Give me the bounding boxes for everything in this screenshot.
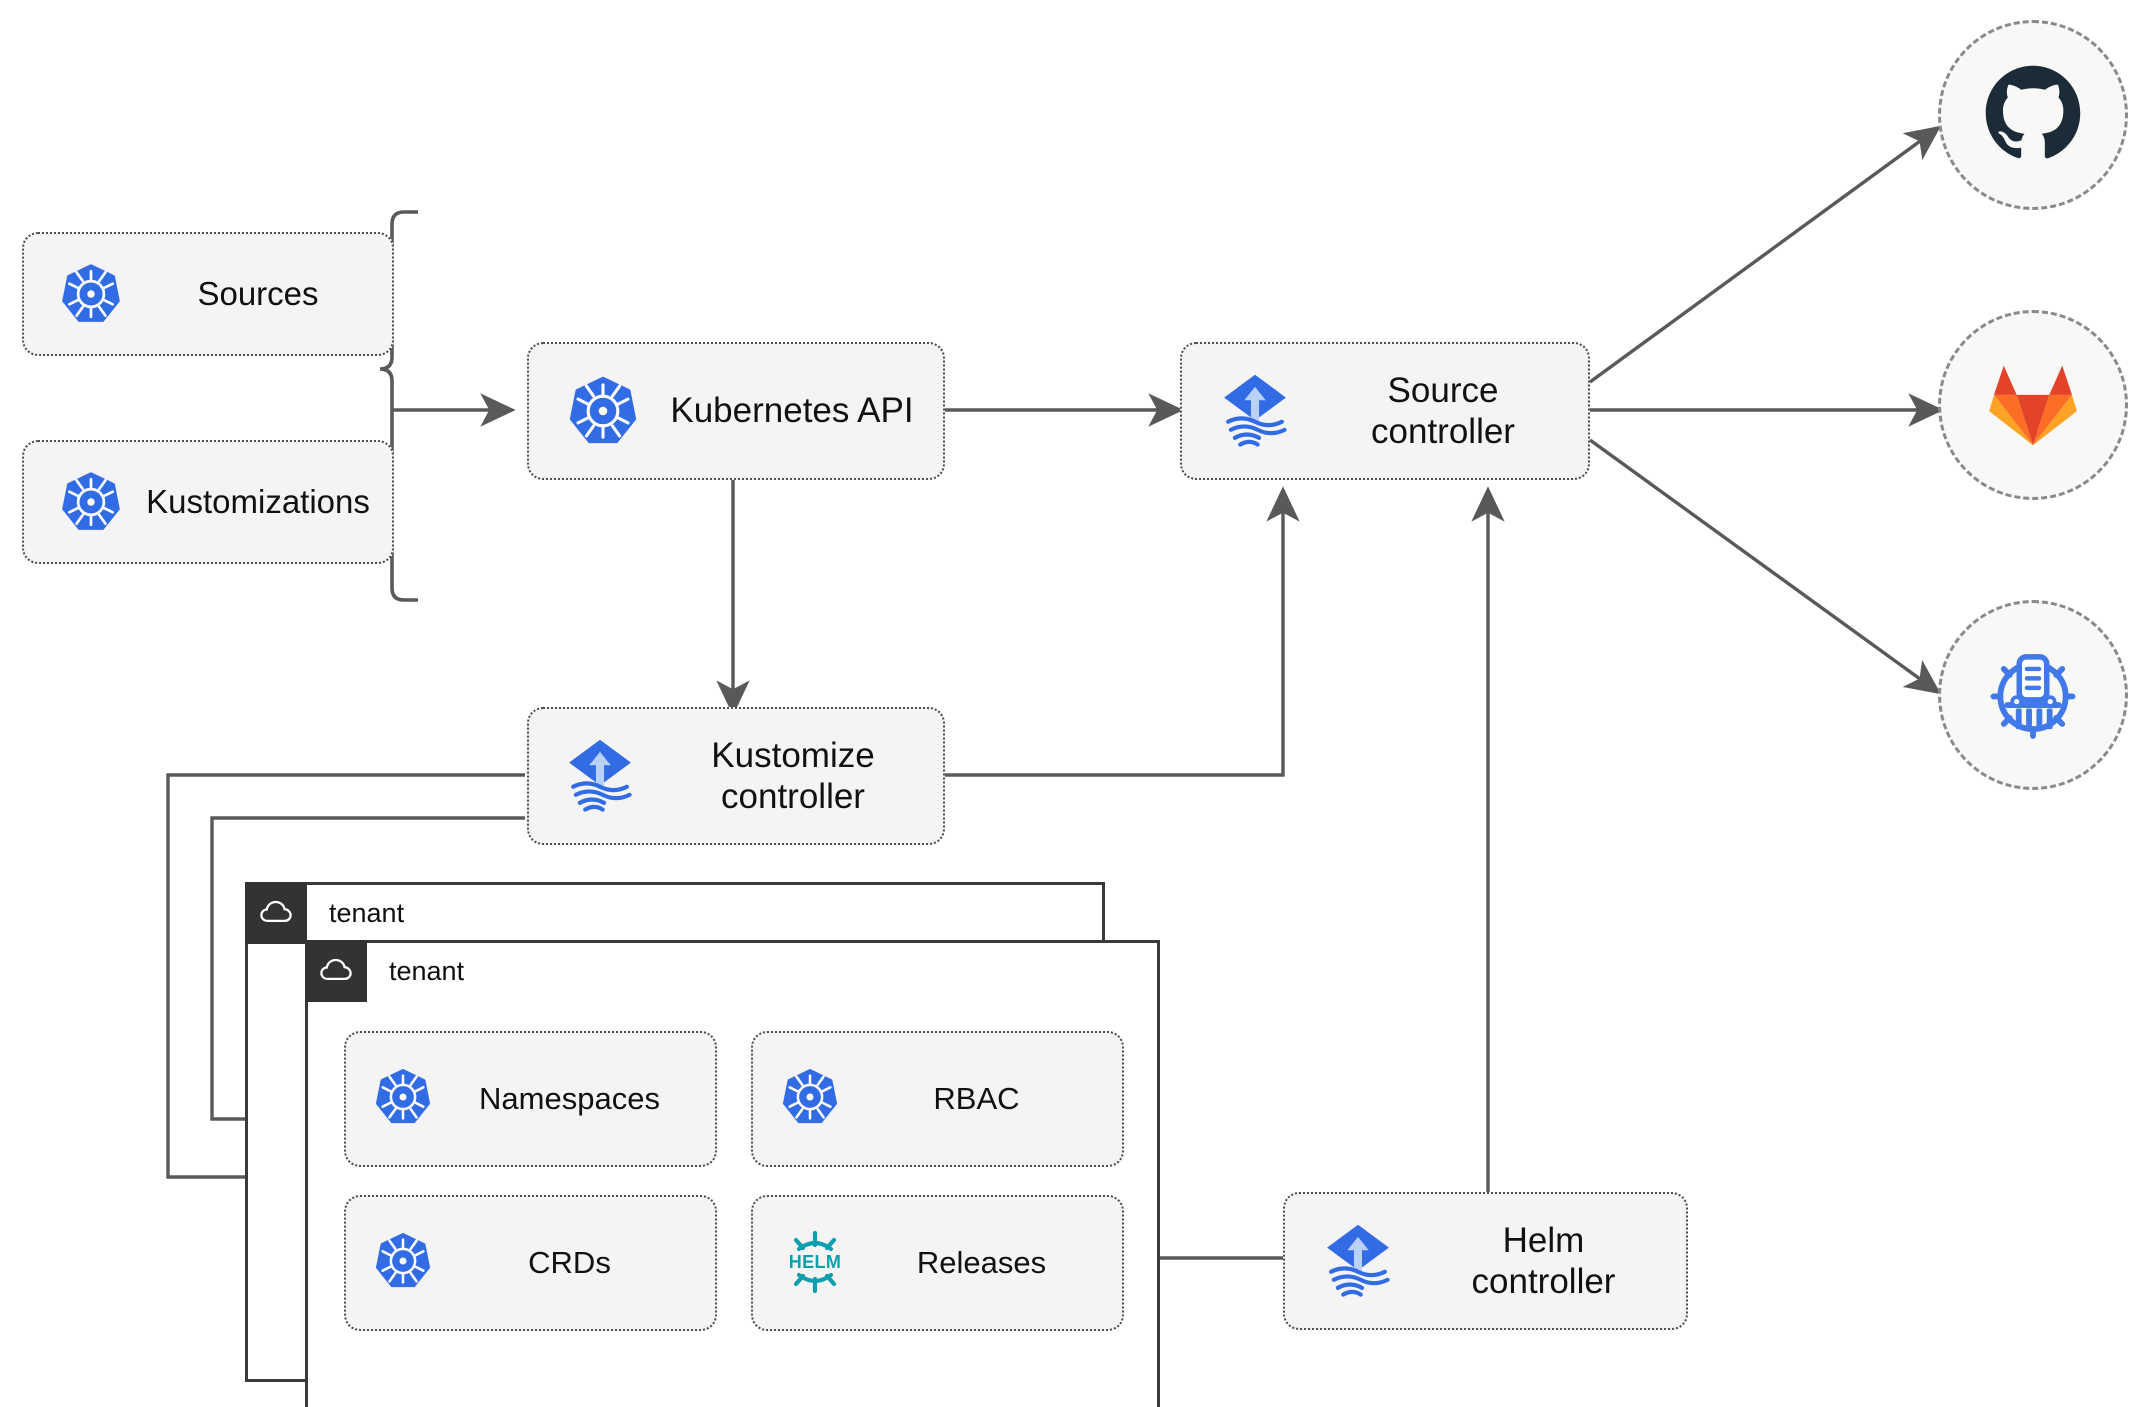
resource-crds-label: CRDs — [528, 1245, 611, 1280]
kubernetes-icon — [565, 373, 641, 449]
resource-crds[interactable]: CRDs — [344, 1195, 717, 1331]
resource-rbac-label: RBAC — [933, 1081, 1020, 1116]
provider-helm-repository[interactable] — [1938, 600, 2128, 790]
tenant-container-inner[interactable]: tenant Namespaces — [305, 940, 1160, 1407]
provider-github[interactable] — [1938, 20, 2128, 210]
node-helm-controller-label: Helm controller — [1471, 1220, 1616, 1301]
resource-releases[interactable]: HELM Releases — [751, 1195, 1124, 1331]
resource-releases-label: Releases — [916, 1245, 1047, 1280]
tenant-name-outer: tenant — [329, 897, 405, 928]
node-source-controller-label: Source controller — [1371, 370, 1515, 451]
tenant-resource-grid: Namespaces RBAC — [344, 1031, 1124, 1331]
flux-icon — [557, 733, 643, 819]
tenant-header-inner: tenant — [305, 940, 464, 1002]
node-sources[interactable]: Sources — [22, 232, 394, 356]
tenant-name-inner: tenant — [389, 955, 465, 986]
cloud-icon — [245, 882, 307, 944]
cloud-icon — [305, 940, 367, 1002]
provider-gitlab[interactable] — [1938, 310, 2128, 500]
node-helm-controller[interactable]: Helm controller — [1283, 1192, 1688, 1330]
resource-namespaces-label: Namespaces — [479, 1081, 660, 1116]
gitlab-icon — [1981, 351, 2085, 460]
node-kustomizations-label: Kustomizations — [146, 482, 370, 520]
node-kustomizations[interactable]: Kustomizations — [22, 440, 394, 564]
kubernetes-icon — [779, 1066, 841, 1133]
svg-text:HELM: HELM — [789, 1252, 842, 1272]
resource-namespaces[interactable]: Namespaces — [344, 1031, 717, 1167]
node-kustomize-controller-label: Kustomize controller — [711, 735, 875, 816]
helm-icon: HELM — [779, 1225, 851, 1302]
flux-icon — [1315, 1218, 1401, 1304]
resource-rbac[interactable]: RBAC — [751, 1031, 1124, 1167]
kubernetes-icon — [58, 261, 124, 327]
node-kustomize-controller[interactable]: Kustomize controller — [527, 707, 945, 845]
node-sources-label: Sources — [197, 274, 319, 312]
flux-icon — [1212, 368, 1298, 454]
node-source-controller[interactable]: Source controller — [1180, 342, 1590, 480]
node-kubernetes-api-label: Kubernetes API — [670, 391, 914, 431]
node-kubernetes-api[interactable]: Kubernetes API — [527, 342, 945, 480]
kubernetes-icon — [58, 469, 124, 535]
kubernetes-icon — [372, 1066, 434, 1133]
kubernetes-icon — [372, 1230, 434, 1297]
github-icon — [1979, 59, 2087, 172]
helm-repository-icon — [1978, 638, 2088, 753]
tenant-header-outer: tenant — [245, 882, 404, 944]
